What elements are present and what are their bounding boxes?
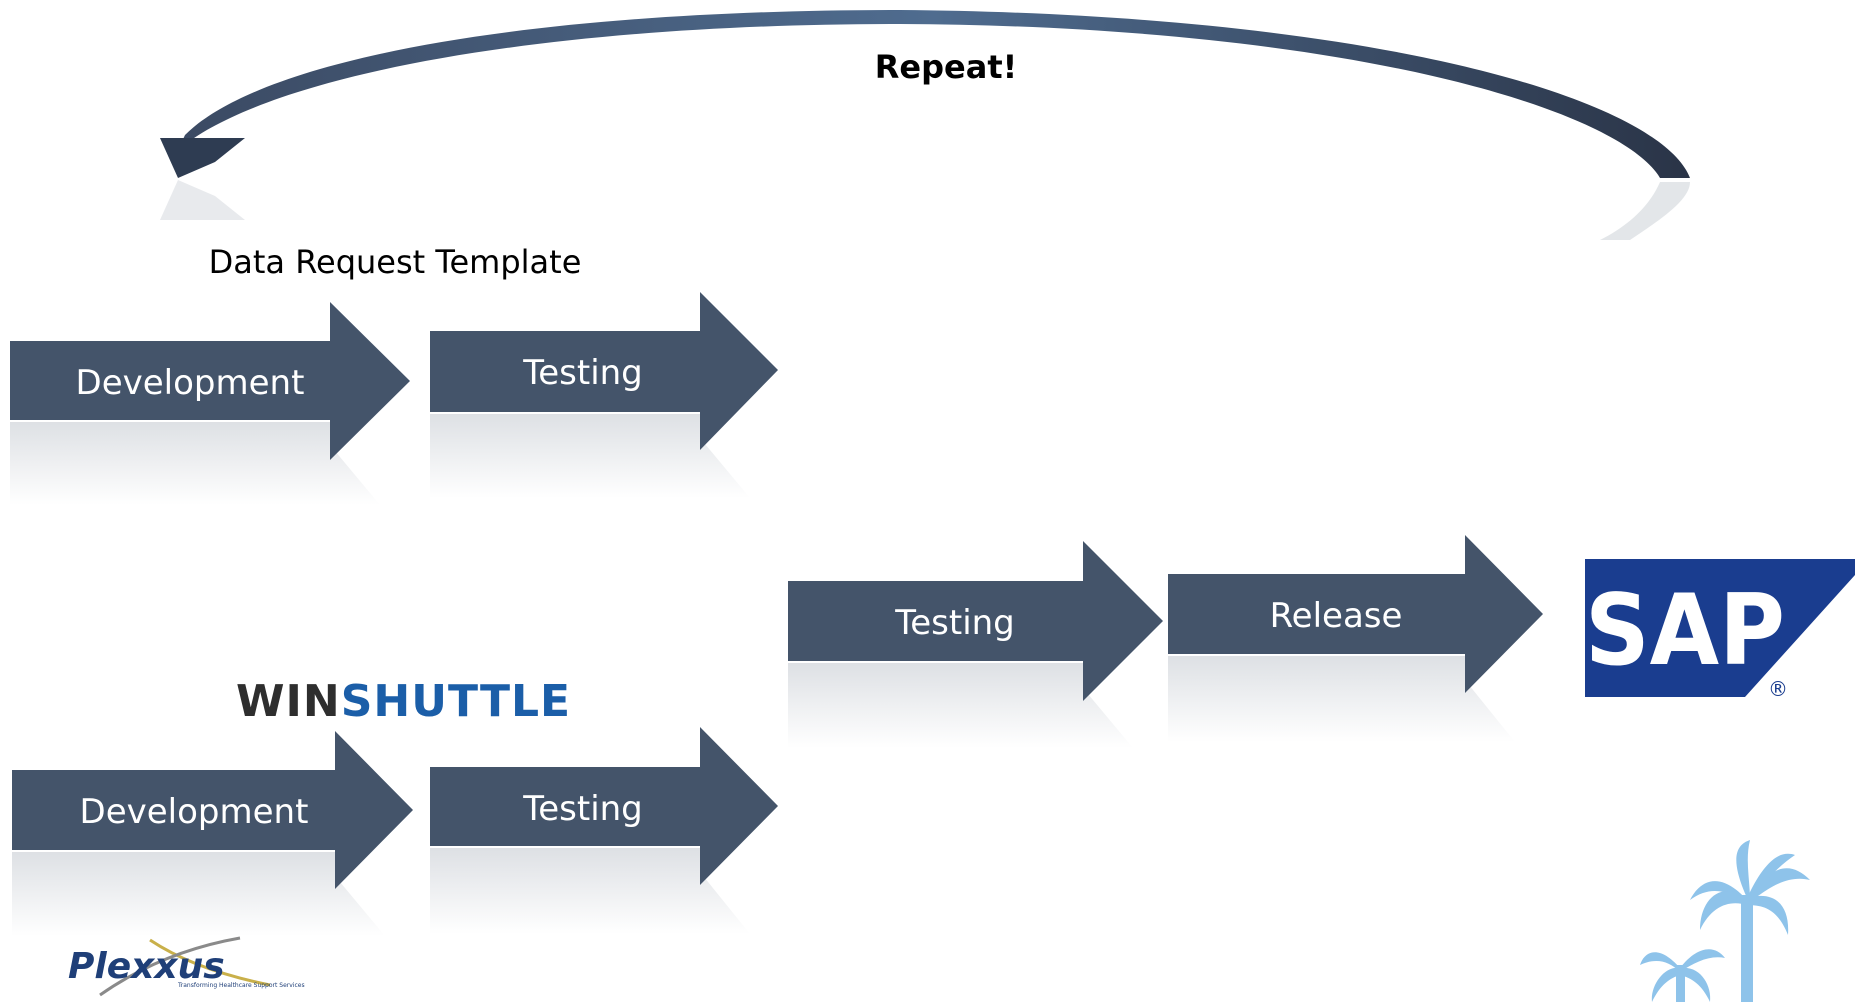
step-label-testing-top: Testing — [522, 353, 643, 393]
sap-registered-mark: ® — [1768, 677, 1788, 701]
plexxus-logo-text: Plexxus — [68, 946, 225, 987]
repeat-cycle-arrow — [160, 10, 1690, 240]
step-label-development-top: Development — [76, 363, 305, 403]
step-arrow-development-top: Development — [10, 302, 410, 505]
svg-text:WINSHUTTLE: WINSHUTTLE — [236, 676, 571, 727]
palm-trees-decoration — [1640, 840, 1810, 1002]
step-label-release: Release — [1270, 596, 1403, 636]
step-arrow-testing-top: Testing — [430, 292, 778, 498]
step-label-development-bottom: Development — [80, 792, 309, 832]
winshuttle-logo: WINSHUTTLE — [236, 676, 571, 727]
step-arrow-release: Release — [1168, 535, 1543, 742]
step-label-testing-bottom: Testing — [522, 789, 643, 829]
repeat-heading: Repeat! — [875, 48, 1017, 86]
plexxus-logo: Plexxus Transforming Healthcare Support … — [68, 936, 305, 997]
step-arrow-testing-middle: Testing — [788, 541, 1163, 748]
winshuttle-logo-shuttle: SHUTTLE — [341, 676, 571, 727]
step-arrow-development-bottom: Development — [12, 731, 413, 936]
data-request-template-caption: Data Request Template — [209, 243, 582, 281]
step-arrow-testing-bottom: Testing — [430, 727, 778, 934]
sap-logo: SAP ® — [1585, 559, 1855, 701]
winshuttle-logo-win: WIN — [236, 676, 341, 727]
plexxus-tagline: Transforming Healthcare Support Services — [177, 982, 305, 989]
sap-logo-text: SAP — [1585, 574, 1785, 688]
step-label-testing-middle: Testing — [894, 603, 1015, 643]
cycle-arrow-head — [160, 138, 245, 178]
